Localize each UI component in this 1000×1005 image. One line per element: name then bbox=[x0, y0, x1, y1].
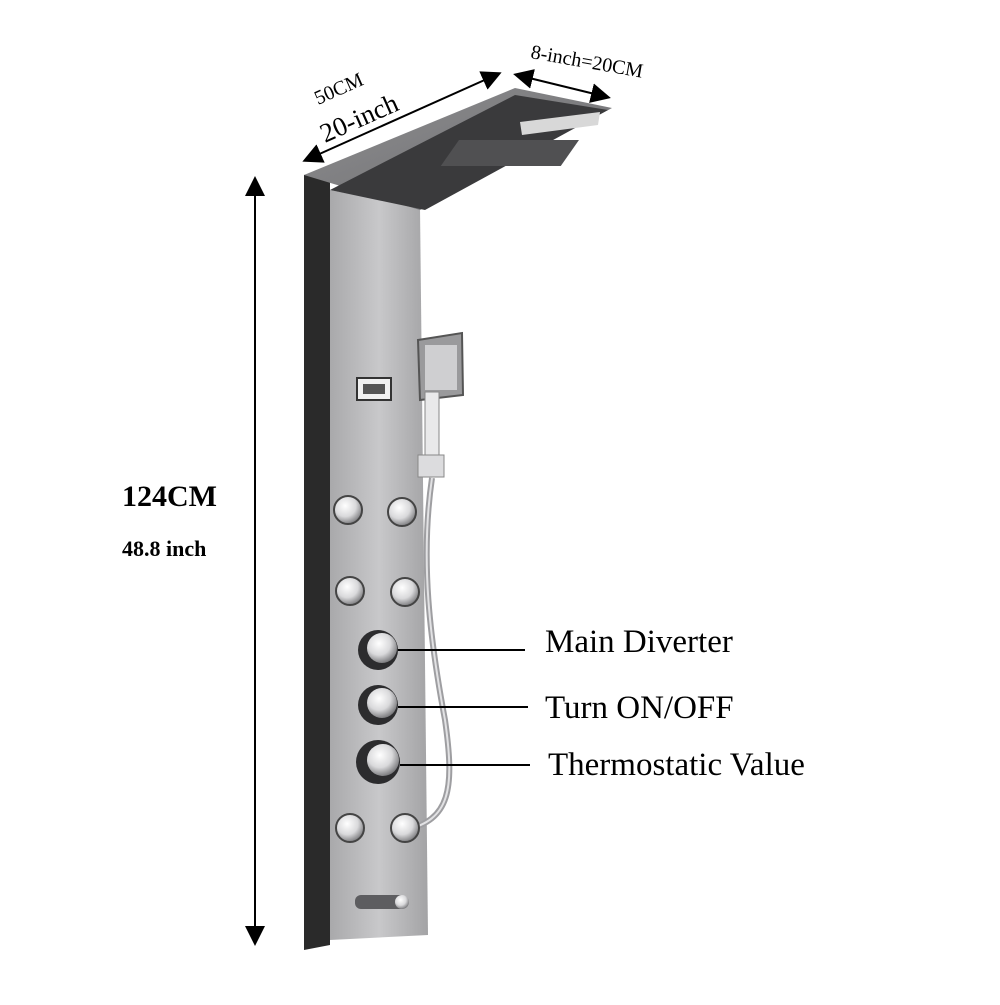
panel-side bbox=[304, 170, 330, 950]
body-jet-4 bbox=[390, 577, 420, 607]
tub-spout bbox=[355, 895, 409, 909]
waterfall-outlet bbox=[520, 112, 600, 135]
body-jet-6 bbox=[390, 813, 420, 843]
depth-arrow bbox=[513, 69, 611, 103]
height-inch-label: 48.8 inch bbox=[122, 536, 206, 561]
thermostatic-label: Thermostatic Value bbox=[548, 747, 805, 783]
depth-label: 8-inch=20CM bbox=[529, 41, 645, 82]
body-jet-3 bbox=[335, 576, 365, 606]
body-jet-2 bbox=[387, 497, 417, 527]
rain-head-nozzles bbox=[440, 140, 579, 166]
thermostatic-knob bbox=[356, 740, 400, 784]
body-jets bbox=[333, 495, 420, 843]
width-arrow bbox=[302, 71, 502, 163]
main-diverter-knob bbox=[358, 630, 398, 670]
on-off-knob bbox=[358, 685, 398, 725]
main-diverter-label: Main Diverter bbox=[545, 624, 733, 660]
body-jet-1 bbox=[333, 495, 363, 525]
turn-on-off-label: Turn ON/OFF bbox=[545, 690, 734, 726]
body-jet-5 bbox=[335, 813, 365, 843]
hand-shower-icon bbox=[416, 331, 465, 478]
height-cm-label: 124CM bbox=[122, 480, 217, 513]
panel-front bbox=[330, 190, 428, 940]
